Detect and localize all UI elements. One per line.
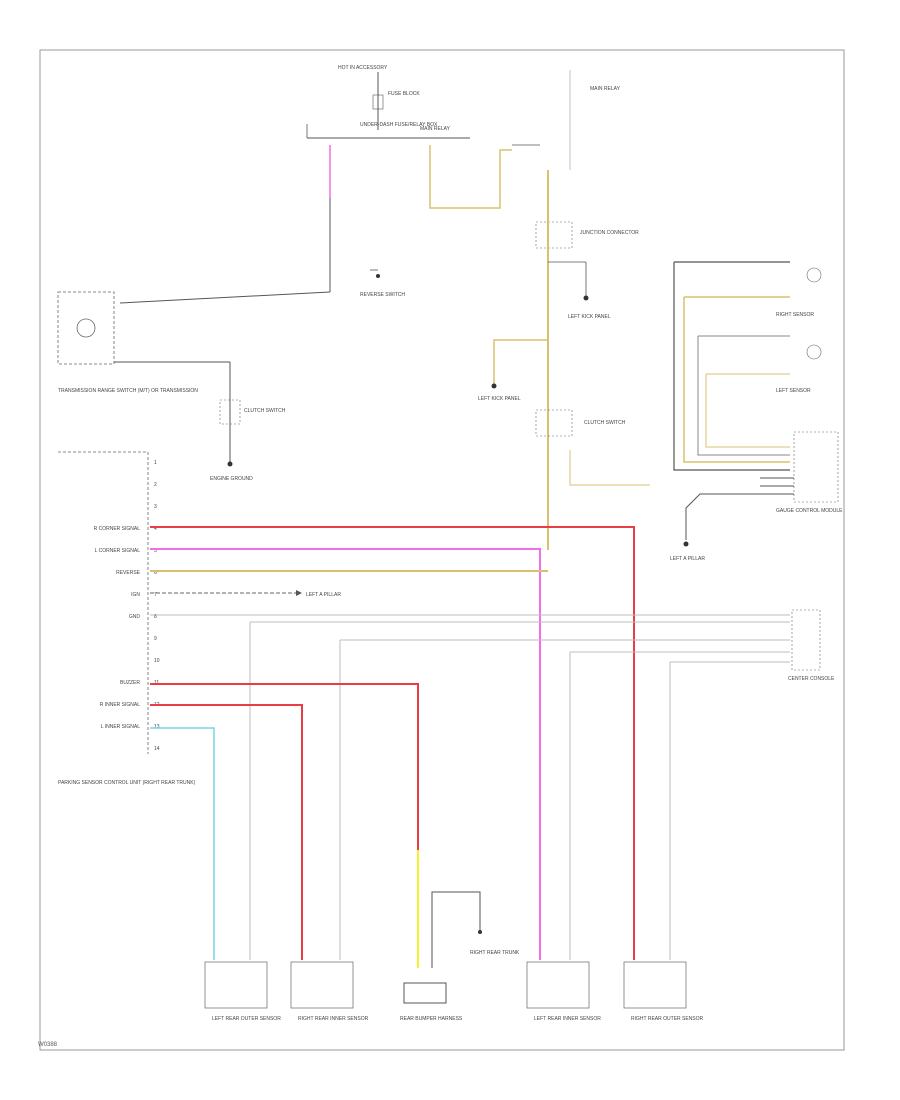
label-ground-g2: LEFT KICK PANEL xyxy=(568,314,611,320)
sensor-row: LEFT REAR OUTER SENSOR RIGHT REAR INNER … xyxy=(204,961,704,1022)
label-module: PARKING SENSOR CONTROL UNIT (RIGHT REAR … xyxy=(58,780,196,786)
diagram-code: W0388 xyxy=(38,1042,58,1048)
module-pin-number: 8 xyxy=(154,614,157,620)
power-feed: HOT IN ACCESSORY FUSE BLOCK UNDER-DASH F… xyxy=(119,65,621,304)
label-fuse-box: UNDER-DASH FUSE/RELAY BOX xyxy=(360,122,438,128)
module-pin-labels: 1 2 3 R CORNER SIGNAL 4 L CORNER SIGNAL 5REVER… xyxy=(94,460,160,752)
module-pin-number: 5 xyxy=(154,548,157,554)
module-pin-name: R CORNER SIGNAL xyxy=(94,526,141,532)
label-left-sensor: LEFT SENSOR xyxy=(776,388,811,394)
module-pin-name: BUZZER xyxy=(120,680,140,686)
label-camera-ground: RIGHT REAR TRUNK xyxy=(470,950,520,956)
label-fuse: FUSE BLOCK xyxy=(388,91,420,97)
sensor5-label: RIGHT REAR OUTER SENSOR xyxy=(631,1016,704,1022)
junction-area: JUNCTION CONNECTOR LEFT KICK PANEL LEFT … xyxy=(478,170,650,550)
label-ground-note: LEFT A PILLAR xyxy=(306,592,341,598)
wire-pink-corner xyxy=(150,548,541,960)
label-relay: MAIN RELAY xyxy=(420,126,451,132)
module-pin-number: 2 xyxy=(154,482,157,488)
label-clutch-switch: CLUTCH SWITCH xyxy=(244,408,286,414)
sensor4-label: LEFT REAR INNER SENSOR xyxy=(534,1016,601,1022)
module-pin-number: 13 xyxy=(154,724,160,730)
label-gauge-unit: GAUGE CONTROL MODULE xyxy=(776,508,843,514)
label-ground-g3: LEFT KICK PANEL xyxy=(478,396,521,402)
label-junction: JUNCTION CONNECTOR xyxy=(580,230,639,236)
module-pin-number: 1 xyxy=(154,460,157,466)
label-transmission-range: TRANSMISSION RANGE SWITCH (M/T) OR TRANS… xyxy=(58,388,198,394)
wire-red-buzzer xyxy=(150,683,419,850)
sensor1-label: LEFT REAR OUTER SENSOR xyxy=(212,1016,281,1022)
label-hot-at-all-times: HOT IN ACCESSORY xyxy=(338,65,388,71)
module-pin-name: REVERSE xyxy=(116,570,141,576)
wire-red-corner xyxy=(150,526,635,960)
sensor-left-outer xyxy=(204,961,268,1009)
control-unit: PARKING SENSOR CONTROL UNIT (RIGHT REAR … xyxy=(58,451,196,786)
sensor3-label: REAR BUMPER HARNESS xyxy=(400,1016,463,1022)
module-pin-number: 6 xyxy=(154,570,157,576)
label-relay-note: MAIN RELAY xyxy=(590,86,621,92)
label-ground-g1: ENGINE GROUND xyxy=(210,476,253,482)
module-pin-name: GND xyxy=(129,614,141,620)
wire-yellow-feed xyxy=(429,145,512,209)
wire-yellow-branch xyxy=(493,339,548,384)
gauge-control-module: RIGHT SENSOR LEFT SENSOR GAUGE CONTROL M… xyxy=(670,261,843,562)
wire-blue-inner xyxy=(150,727,215,960)
sensor-right-inner xyxy=(290,961,354,1009)
module-pin-number: 3 xyxy=(154,504,157,510)
sensor-camera xyxy=(403,982,447,1004)
module-pin-number: 14 xyxy=(154,746,160,752)
transmission-range-switch: TRANSMISSION RANGE SWITCH (M/T) OR TRANS… xyxy=(57,291,286,482)
label-reverse-switch: REVERSE SWITCH xyxy=(360,292,405,298)
module-pin-name: R INNER SIGNAL xyxy=(100,702,141,708)
module-pin-name: L CORNER SIGNAL xyxy=(95,548,141,554)
label-mid-connector: CENTER CONSOLE xyxy=(788,676,835,682)
module-pin-number: 4 xyxy=(154,526,157,532)
sensor-left-inner xyxy=(526,961,590,1009)
sensor2-label: RIGHT REAR INNER SENSOR xyxy=(298,1016,369,1022)
module-pin-number: 10 xyxy=(154,658,160,664)
wire-red-inner xyxy=(150,704,303,960)
label-right-sensor: RIGHT SENSOR xyxy=(776,312,814,318)
module-pin-name: L INNER SIGNAL xyxy=(101,724,140,730)
label-ground-g4: LEFT A PILLAR xyxy=(670,556,705,562)
sensor-right-outer xyxy=(623,961,687,1009)
label-clutch-switch-2: CLUTCH SWITCH xyxy=(584,420,626,426)
module-pin-name: IGN xyxy=(131,592,140,598)
module-wires: LEFT A PILLAR CENTER CONSOLE RIGHT REAR … xyxy=(150,526,835,968)
module-pin-number: 9 xyxy=(154,636,157,642)
module-pin-number: 7 xyxy=(154,592,157,598)
diagram-border xyxy=(39,49,845,1051)
